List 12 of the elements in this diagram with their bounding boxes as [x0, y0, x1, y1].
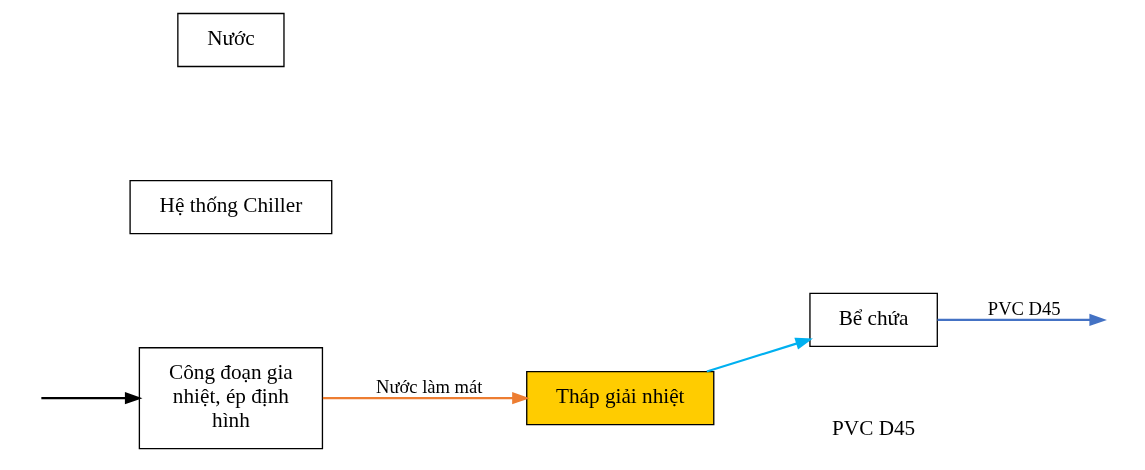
edge-label: Nước làm mát	[375, 376, 483, 398]
node-box: Công đoạn gia nhiệt, ép định hình	[138, 347, 324, 450]
node-box: Nước	[177, 12, 285, 68]
node-box: Hệ thống Chiller	[129, 179, 333, 235]
label: PVC D45	[832, 416, 916, 441]
arrow	[322, 392, 530, 405]
edge-label: PVC D45	[987, 297, 1061, 319]
node-box: Bể chứa	[809, 292, 938, 348]
node-box: Tháp giải nhiệt	[526, 370, 715, 426]
arrow	[937, 313, 1107, 327]
arrow	[41, 392, 143, 405]
arrow	[706, 337, 813, 373]
